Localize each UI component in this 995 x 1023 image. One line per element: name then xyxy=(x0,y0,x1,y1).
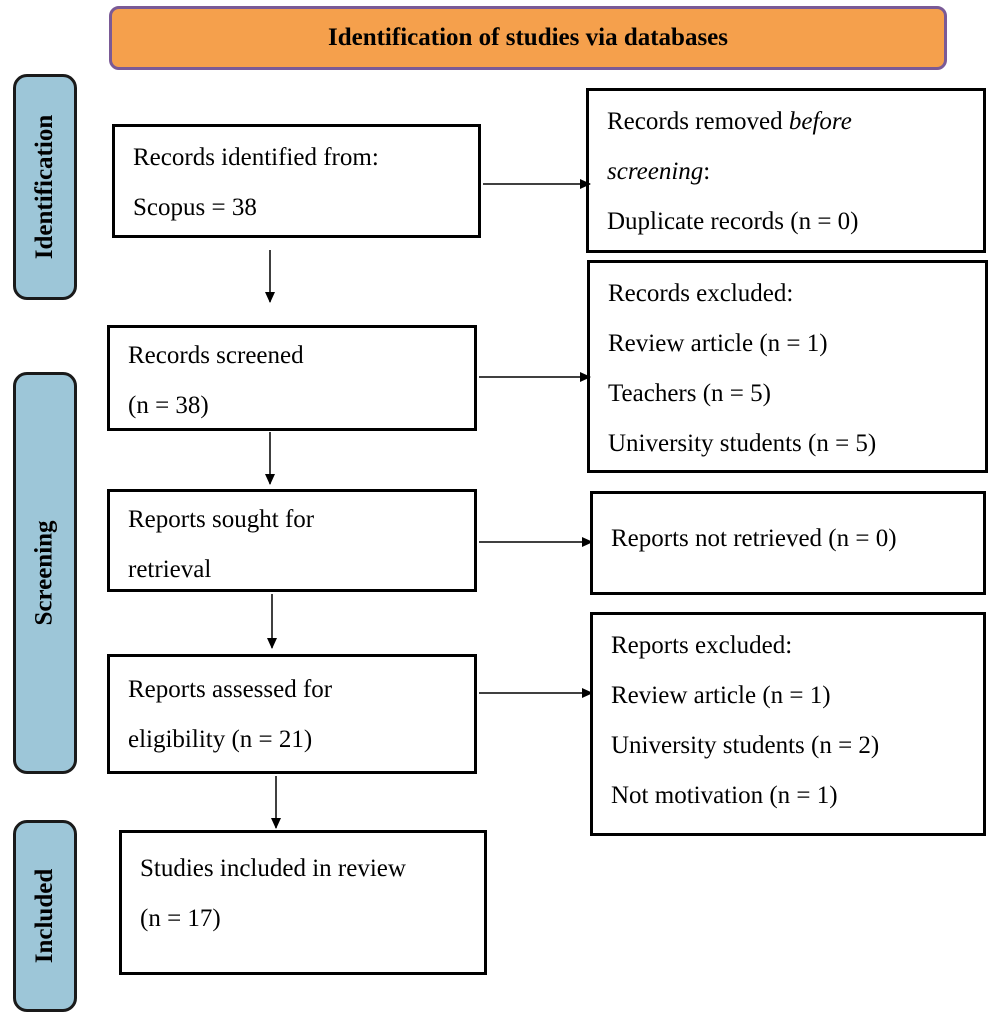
records-excluded-line3: Teachers (n = 5) xyxy=(608,380,771,407)
studies-included-line1: Studies included in review xyxy=(140,855,406,882)
reports-not-retrieved-box: Reports not retrieved (n = 0) xyxy=(590,491,986,595)
header-title: Identification of studies via databases xyxy=(327,24,729,51)
records-removed-italic-before: before xyxy=(788,108,852,135)
records-removed-colon: : xyxy=(703,158,711,185)
reports-sought-line1: Reports sought for xyxy=(128,506,315,533)
reports-assessed-line1: Reports assessed for xyxy=(128,676,333,703)
reports-excluded-line4: Not motivation (n = 1) xyxy=(611,782,838,809)
records-removed-box: Records removed before screening: Duplic… xyxy=(586,88,986,253)
reports-excluded-box: Reports excluded: Review article (n = 1)… xyxy=(590,612,986,836)
records-removed-line2: screening: xyxy=(607,147,965,197)
reports-sought-box: Reports sought for retrieval xyxy=(107,489,477,592)
reports-excluded-line2: Review article (n = 1) xyxy=(611,682,831,709)
phase-included: Included xyxy=(13,820,77,1012)
records-excluded-line2: Review article (n = 1) xyxy=(608,330,828,357)
reports-assessed-box: Reports assessed for eligibility (n = 21… xyxy=(107,654,477,774)
records-removed-line3: Duplicate records (n = 0) xyxy=(607,208,859,235)
studies-included-box: Studies included in review (n = 17) xyxy=(119,830,487,975)
reports-sought-line2: retrieval xyxy=(128,556,212,583)
phase-screening: Screening xyxy=(13,372,77,774)
records-excluded-box: Records excluded: Review article (n = 1)… xyxy=(587,260,988,473)
records-excluded-line1: Records excluded: xyxy=(608,280,794,307)
studies-included-line2: (n = 17) xyxy=(140,905,221,932)
records-screened-box: Records screened (n = 38) xyxy=(107,325,477,431)
records-identified-box: Records identified from: Scopus = 38 xyxy=(112,124,481,238)
records-identified-line2: Scopus = 38 xyxy=(133,194,257,221)
reports-excluded-line1: Reports excluded: xyxy=(611,632,793,659)
records-identified-line1: Records identified from: xyxy=(133,144,379,171)
reports-excluded-line3: University students (n = 2) xyxy=(611,732,880,759)
records-removed-prefix: Records removed xyxy=(607,108,789,135)
records-removed-line1: Records removed before xyxy=(607,97,965,147)
records-excluded-line4: University students (n = 5) xyxy=(608,430,877,457)
records-screened-line1: Records screened xyxy=(128,342,304,369)
reports-not-retrieved-line1: Reports not retrieved (n = 0) xyxy=(611,525,897,552)
phase-identification: Identification xyxy=(13,74,77,300)
reports-assessed-line2: eligibility (n = 21) xyxy=(128,726,313,753)
header-banner: Identification of studies via databases xyxy=(109,6,947,70)
records-screened-line2: (n = 38) xyxy=(128,392,209,419)
records-removed-italic-screening: screening xyxy=(607,158,704,185)
